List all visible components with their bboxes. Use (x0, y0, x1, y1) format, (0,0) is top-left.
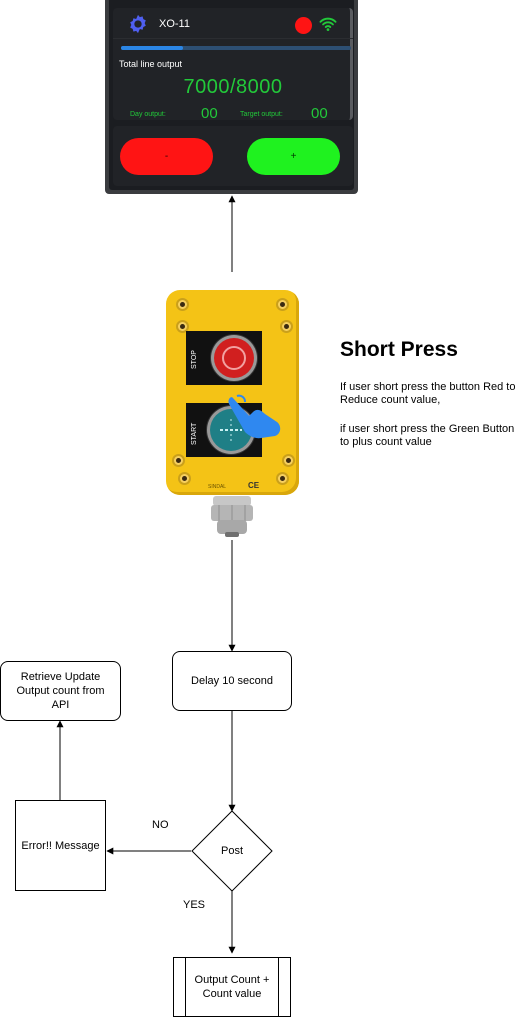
gear-icon[interactable] (127, 13, 149, 35)
post-node: Post (220, 845, 243, 857)
progress-fill (121, 46, 184, 50)
short-press-desc-2: if user short press the Green Button to … (340, 423, 515, 448)
day-output-label: Day output: (130, 111, 166, 118)
yes-edge-label: YES (183, 899, 206, 911)
no-edge-label: NO (152, 819, 169, 831)
screw-icon (276, 472, 289, 485)
error-node: Error!! Message (15, 800, 106, 891)
screw-icon (176, 298, 189, 311)
device-name: XO-11 (159, 18, 190, 30)
progress-bar (121, 46, 351, 50)
screw-icon (282, 454, 295, 467)
output-process-shape (173, 957, 291, 1017)
post-decision-shape (191, 810, 273, 892)
total-line-output-label: Total line output (119, 59, 183, 69)
screw-icon (176, 320, 189, 333)
wifi-icon (319, 17, 337, 31)
ce-mark: CE (248, 481, 260, 490)
screw-icon (178, 472, 191, 485)
short-press-title: Short Press (340, 338, 458, 361)
short-press-desc-1: If user short press the button Red to Re… (340, 381, 516, 406)
output-node: Output Count + Count value (194, 974, 270, 1000)
minus-button[interactable]: - (120, 138, 213, 175)
screw-icon (276, 298, 289, 311)
screw-icon (172, 454, 185, 467)
status-card: XO-11 Total line output 7000/8000 Day ou… (113, 8, 353, 122)
delay-node: Delay 10 second (172, 651, 292, 711)
retrieve-node: Retrieve Update Output count from API (0, 661, 121, 721)
plus-button[interactable]: + (247, 138, 340, 175)
target-output-label: Target output: (240, 111, 283, 118)
target-output-value: 00 (311, 105, 328, 122)
stop-plate: STOP (186, 331, 262, 385)
button-card: - + (113, 126, 353, 186)
record-dot-icon (295, 17, 312, 34)
brand-logo: SINDAL (208, 484, 227, 490)
output-count: 7000/8000 (183, 76, 283, 98)
device-screen-inner: XO-11 Total line output 7000/8000 Day ou… (109, 0, 354, 190)
day-output-value: 00 (201, 105, 218, 122)
cable-gland (211, 496, 253, 537)
screw-icon (280, 320, 293, 333)
device-screen: XO-11 Total line output 7000/8000 Day ou… (105, 0, 358, 194)
stop-button[interactable] (214, 338, 254, 378)
device-topbar: XO-11 (113, 8, 353, 39)
press-ripple-icon (220, 419, 242, 441)
hand-tap-icon (228, 394, 281, 439)
